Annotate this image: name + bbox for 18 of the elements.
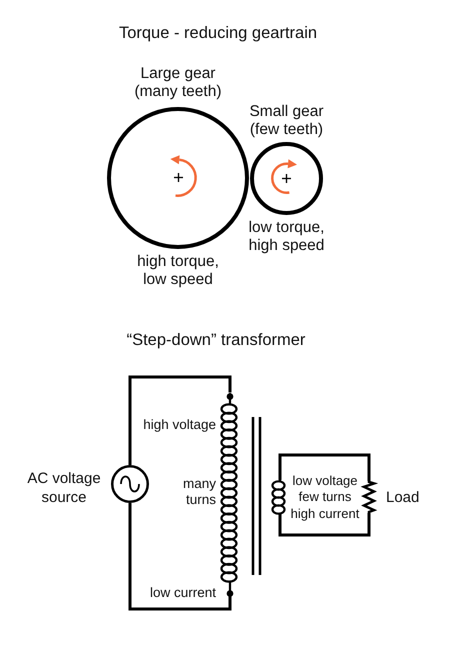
gear-note: low torque, high speed — [248, 219, 325, 255]
gear-label: Large gear (many teeth) — [134, 64, 222, 100]
circuit-label: Load — [386, 488, 420, 506]
circuit-label: few turns — [298, 489, 352, 506]
section-title: “Step-down” transformer — [126, 330, 306, 350]
wire — [278, 454, 370, 481]
circuit-label: AC voltage source — [26, 469, 102, 507]
wire — [278, 513, 370, 536]
circuit-label: many turns — [182, 476, 216, 508]
gear-note: high torque, low speed — [136, 252, 220, 288]
wire — [128, 503, 232, 610]
circuit-label: high voltage — [142, 416, 216, 432]
diagram-title: Torque - reducing geartrain — [118, 23, 318, 43]
circuit-label: high current — [290, 506, 360, 522]
circuit-label: low current — [148, 584, 216, 601]
circuit-label: low voltage — [292, 472, 358, 490]
gear-label: Small gear (few teeth) — [248, 102, 324, 138]
wire — [128, 376, 232, 465]
